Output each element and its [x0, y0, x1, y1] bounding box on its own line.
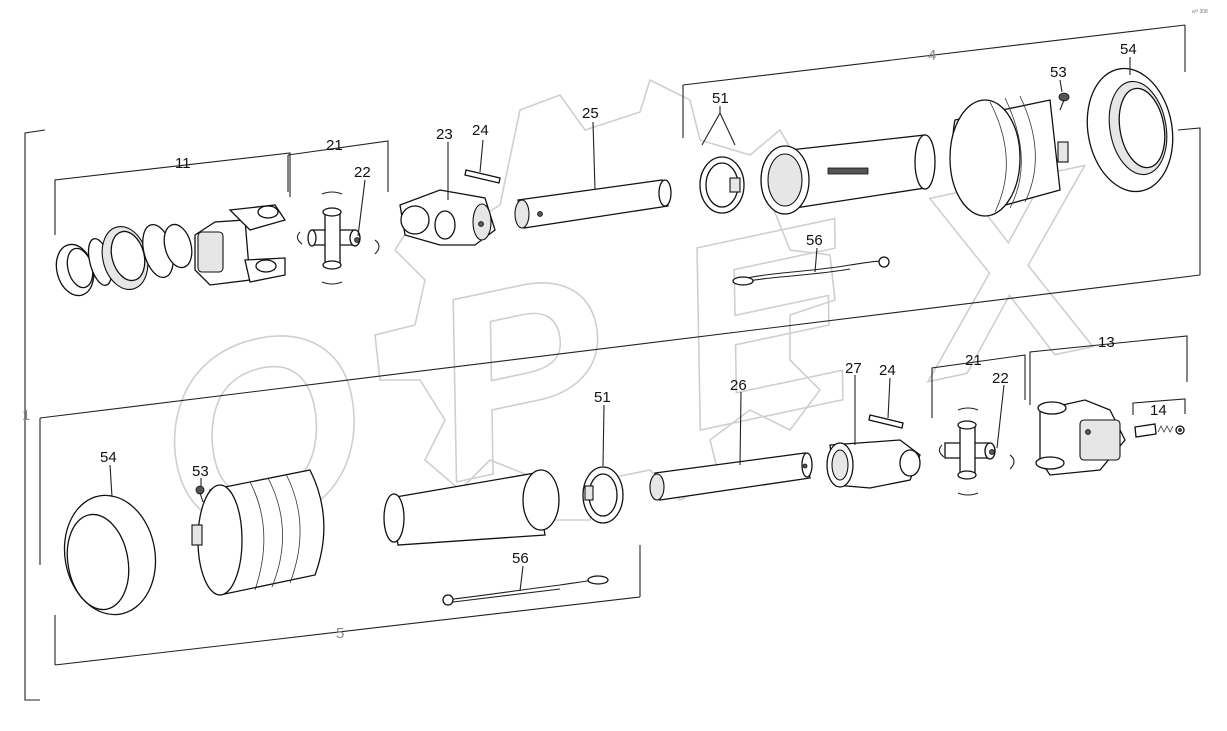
callout-56-bottom: 56 — [512, 550, 529, 567]
callout-14: 14 — [1150, 402, 1167, 419]
outer-tube-shield-top — [760, 134, 936, 215]
part-51-bearing-ring-bottom — [582, 466, 624, 524]
callout-51-bottom: 51 — [594, 389, 611, 406]
callout-23: 23 — [436, 126, 453, 143]
callout-13: 13 — [1098, 334, 1115, 351]
lower-assembly-bracket: 5 — [39, 418, 641, 666]
part-56-chain-bottom — [442, 575, 609, 606]
part-54-cap-bottom — [63, 494, 157, 616]
callout-54-top: 54 — [1120, 41, 1137, 58]
part-54-cap-top — [1086, 67, 1174, 193]
part-24-pin-bottom — [868, 414, 904, 429]
sub-brackets — [54, 140, 1188, 418]
upper-assembly-bracket: 4 1 — [22, 24, 1201, 701]
part-14-pin-spring — [1134, 423, 1185, 438]
corner-mark: a³³ 308 — [1192, 9, 1208, 15]
callout-11: 11 — [175, 155, 191, 172]
callout-24-bottom: 24 — [879, 362, 896, 379]
part-24-pin-top — [464, 169, 501, 184]
callout-labels: 11 21 22 23 24 25 51 53 54 56 54 53 56 5… — [100, 41, 1167, 567]
group-label-upper: 4 — [928, 47, 936, 64]
part-51-bearing-ring-top — [699, 156, 745, 214]
callout-24-top: 24 — [472, 122, 489, 139]
part-56-chain-top — [732, 256, 890, 286]
part-11-seal-kit — [55, 223, 193, 297]
callout-56-top: 56 — [806, 232, 823, 249]
part-53-screw-bottom — [195, 485, 205, 503]
callout-53-bottom: 53 — [192, 463, 209, 480]
part-53-screw-top — [1058, 92, 1070, 111]
splined-yoke-top — [194, 204, 287, 286]
callout-27: 27 — [845, 360, 862, 377]
callout-21-bottom: 21 — [965, 352, 982, 369]
part-21-cross-journal-bottom — [938, 407, 1015, 496]
callout-22-top: 22 — [354, 164, 371, 181]
callout-53-top: 53 — [1050, 64, 1067, 81]
part-26-profile-tube-bottom — [649, 452, 813, 501]
group-label-lower: 5 — [336, 625, 344, 642]
shield-cone-top — [949, 95, 1069, 217]
group-label-left: 1 — [22, 407, 30, 424]
callout-51-top: 51 — [712, 90, 729, 107]
outer-tube-bottom — [383, 469, 560, 546]
callout-54-bottom: 54 — [100, 449, 117, 466]
callout-22-bottom: 22 — [992, 370, 1009, 387]
callout-21-top: 21 — [326, 137, 343, 154]
part-21-cross-journal-top — [296, 191, 380, 285]
leader-lines — [109, 57, 1131, 592]
part-27-yoke — [826, 439, 921, 489]
callout-25: 25 — [582, 105, 599, 122]
shield-cone-bottom — [191, 469, 325, 596]
part-25-profile-tube-top — [514, 179, 672, 229]
part-13-yoke-bottom — [1035, 399, 1126, 476]
callout-26: 26 — [730, 377, 747, 394]
